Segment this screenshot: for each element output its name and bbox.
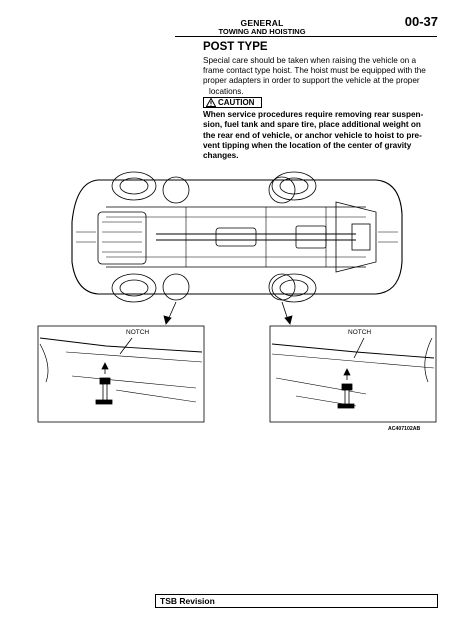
caution-line: When service procedures require removing… (203, 110, 424, 119)
caution-badge: CAUTION (203, 97, 262, 108)
caution-label: CAUTION (218, 98, 255, 107)
caution-line: sion, fuel tank and spare tire, place ad… (203, 120, 421, 130)
header-subtitle: TOWING AND HOISTING (218, 27, 306, 36)
warning-triangle-icon (206, 98, 216, 107)
footer-revision: TSB Revision (155, 594, 438, 608)
page-number: 00-37 (404, 14, 438, 29)
body-line: proper adapters in order to support the … (203, 76, 420, 86)
notch-label-left: NOTCH (126, 329, 150, 336)
body-line: locations. (209, 86, 244, 96)
body-line: Special care should be taken when raisin… (203, 56, 417, 65)
caution-text: When service procedures require removing… (203, 110, 439, 161)
figure-code: AC407102AB (388, 426, 421, 432)
body-line: frame contact type hoist. The hoist must… (203, 66, 426, 76)
notch-label-right: NOTCH (348, 329, 372, 336)
section-heading: POST TYPE (203, 41, 268, 53)
hoist-figure: NOTCH NOTCH (36, 162, 438, 612)
caution-line: the rear end of vehicle, or anchor vehic… (203, 130, 422, 140)
vehicle-underside-drawing (37, 171, 437, 423)
caution-line: changes. (203, 151, 239, 161)
header-title: GENERAL (240, 18, 284, 28)
caution-line: vent tipping when the location of the ce… (203, 140, 412, 150)
section-body: Special care should be taken when raisin… (203, 56, 439, 97)
header-rule (175, 36, 437, 37)
